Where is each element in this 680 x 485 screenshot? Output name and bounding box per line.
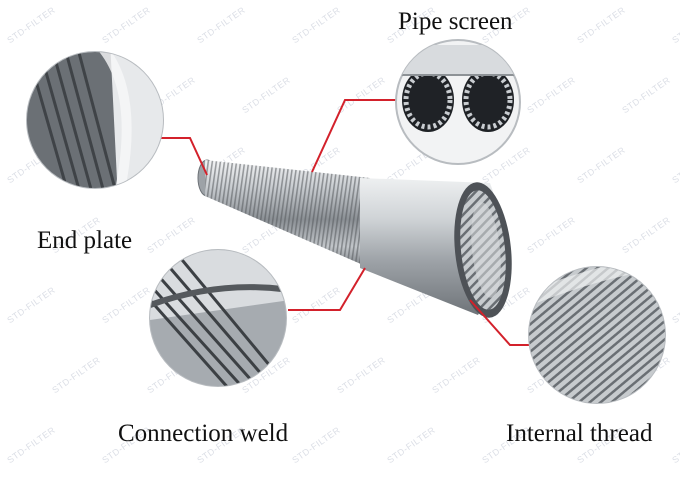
pipe-screen-label: Pipe screen	[398, 8, 513, 35]
pipe-body	[197, 159, 512, 318]
pipe-screen-detail-circle	[395, 39, 521, 165]
connection-weld-detail-circle	[149, 249, 287, 387]
internal-thread-label: Internal thread	[506, 420, 653, 447]
end-plate-label: End plate	[37, 227, 133, 254]
end-plate-detail-circle	[26, 51, 164, 189]
internal-thread-detail-circle	[528, 266, 666, 404]
callout-lines	[160, 99, 529, 346]
connection-weld-label: Connection weld	[118, 420, 289, 447]
